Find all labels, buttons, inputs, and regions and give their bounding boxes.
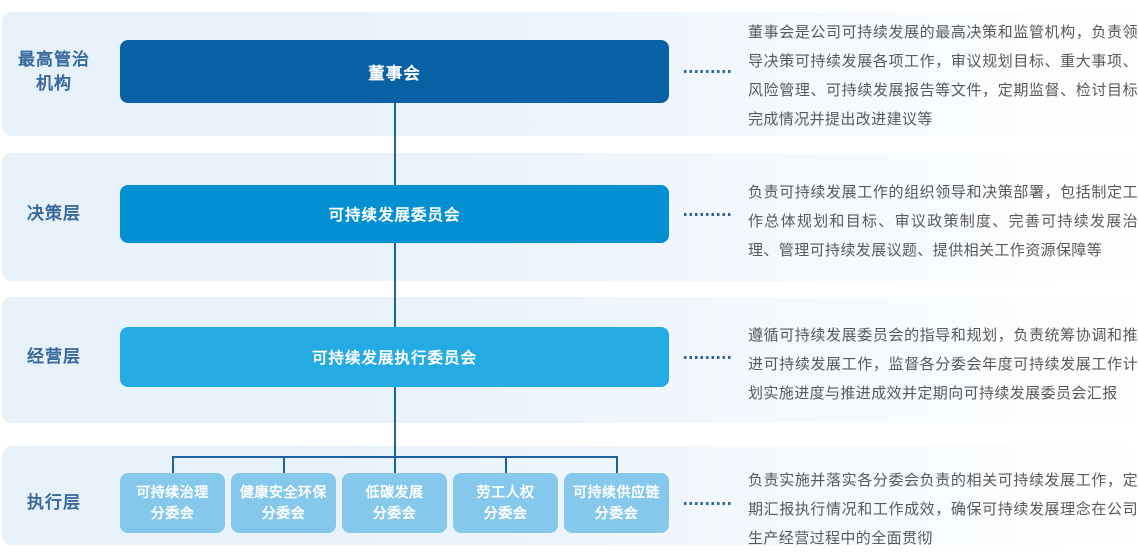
description-execution: 负责实施并落实各分委会负责的相关可持续发展工作，定期汇报执行情况和工作成效，确保… <box>748 472 1138 547</box>
tier-label-decision: 决策层 <box>27 204 81 223</box>
sub-box-line1: 可持续供应链 <box>573 484 660 500</box>
description-decision: 负责可持续发展工作的组织领导和决策部署，包括制定工作总体规划和目标、审议政策制度… <box>748 184 1138 259</box>
dotted-leader-governance <box>684 70 732 73</box>
tier-label-operation: 经营层 <box>27 347 81 366</box>
connector-stub-governance-sub <box>172 456 174 473</box>
connector-stub-lowcarbon-sub <box>394 456 396 473</box>
sub-box-line1: 劳工人权 <box>476 484 535 500</box>
box-sustainability-committee: 可持续发展委员会 <box>120 185 669 243</box>
box-sustainability-exec-committee: 可持续发展执行委员会 <box>120 327 669 387</box>
sub-box-line2: 分委会 <box>483 505 528 521</box>
connector-stub-labor-sub <box>505 456 507 473</box>
box-sub-hse: 健康安全环保 分委会 <box>231 473 336 533</box>
box-board-of-directors: 董事会 <box>120 40 669 103</box>
tier-label-execution: 执行层 <box>27 493 81 512</box>
connector-board-to-committee <box>394 103 396 185</box>
connector-stub-supplychain-sub <box>616 456 618 473</box>
sub-box-line1: 健康安全环保 <box>240 484 327 500</box>
box-sub-labor-rights: 劳工人权 分委会 <box>453 473 558 533</box>
sub-box-line2: 分委会 <box>594 505 639 521</box>
tier-label-governance: 最高管治机构 <box>18 50 90 93</box>
sub-box-line2: 分委会 <box>150 505 195 521</box>
connector-stub-hse-sub <box>283 456 285 473</box>
box-sub-low-carbon: 低碳发展 分委会 <box>342 473 447 533</box>
connector-committee-to-exec <box>394 243 396 327</box>
sub-box-line2: 分委会 <box>261 505 306 521</box>
sub-box-line1: 可持续治理 <box>136 484 209 500</box>
sub-box-line1: 低碳发展 <box>365 484 424 500</box>
dotted-leader-execution <box>684 502 732 505</box>
description-governance: 董事会是公司可持续发展的最高决策和监管机构，负责领导决策可持续发展各项工作，审议… <box>748 24 1138 128</box>
connector-exec-to-subs <box>394 387 396 457</box>
box-sub-governance: 可持续治理 分委会 <box>120 473 225 533</box>
box-sub-supply-chain: 可持续供应链 分委会 <box>564 473 669 533</box>
sub-box-line2: 分委会 <box>372 505 417 521</box>
dotted-leader-decision <box>684 213 732 216</box>
description-operation: 遵循可持续发展委员会的指导和规划，负责统筹协调和推进可持续发展工作，监督各分委会… <box>748 327 1138 402</box>
dotted-leader-operation <box>684 356 732 359</box>
